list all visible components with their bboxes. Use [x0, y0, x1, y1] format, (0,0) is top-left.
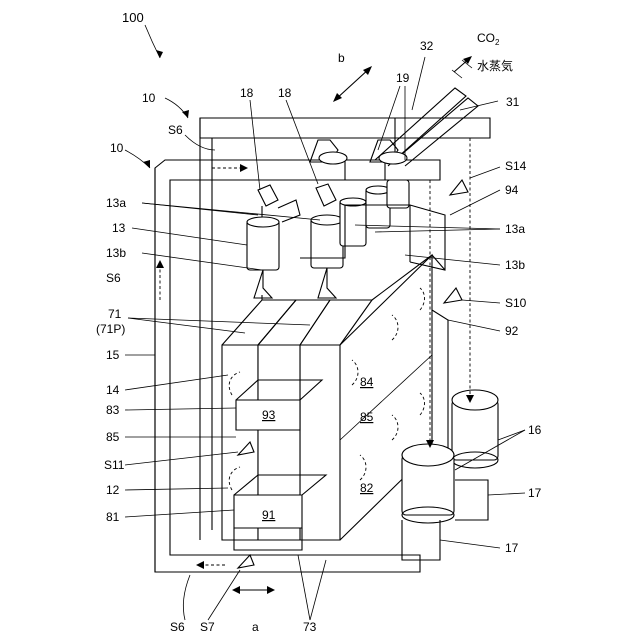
label-10-front: 10: [110, 141, 124, 155]
label-14: 14: [106, 383, 120, 397]
label-71: 71: [108, 307, 122, 321]
label-13b-left: 13b: [106, 246, 126, 260]
label-s6-bottom: S6: [170, 620, 185, 634]
label-73: 73: [303, 620, 317, 634]
label-18-left: 18: [240, 86, 254, 100]
label-s10: S10: [505, 296, 527, 310]
label-71p: (71P): [96, 322, 125, 336]
label-100: 100: [122, 10, 144, 25]
label-steam: 水蒸気: [477, 58, 513, 73]
label-16: 16: [528, 423, 542, 437]
label-s14: S14: [505, 159, 527, 173]
label-92: 92: [505, 324, 519, 338]
label-32: 32: [420, 39, 434, 53]
label-94: 94: [505, 183, 519, 197]
label-a: a: [252, 620, 259, 634]
label-82: 82: [360, 481, 374, 495]
label-85-right: 85: [360, 410, 374, 424]
label-s6-top: S6: [168, 123, 183, 137]
label-s11: S11: [104, 458, 125, 472]
label-93: 93: [262, 408, 276, 422]
label-81: 81: [106, 510, 120, 524]
label-19: 19: [396, 71, 410, 85]
label-84: 84: [360, 375, 374, 389]
label-85-left: 85: [106, 430, 120, 444]
storage-tanks: [402, 390, 498, 560]
label-12: 12: [106, 483, 120, 497]
label-15: 15: [106, 348, 120, 362]
label-13: 13: [112, 221, 126, 235]
label-13a-right: 13a: [505, 222, 525, 236]
label-17-upper: 17: [528, 486, 542, 500]
label-s7: S7: [200, 620, 215, 634]
label-co2: CO2: [477, 31, 500, 47]
label-91: 91: [262, 508, 276, 522]
label-18-right: 18: [278, 86, 292, 100]
front-hopper-row: [247, 180, 409, 298]
label-13b-right: 13b: [505, 258, 525, 272]
label-13a-left: 13a: [106, 196, 126, 210]
label-17-lower: 17: [505, 541, 519, 555]
label-s6-mid: S6: [106, 271, 121, 285]
label-10-rear: 10: [142, 91, 156, 105]
label-83: 83: [106, 403, 120, 417]
label-31: 31: [506, 95, 520, 109]
label-b: b: [338, 51, 345, 65]
